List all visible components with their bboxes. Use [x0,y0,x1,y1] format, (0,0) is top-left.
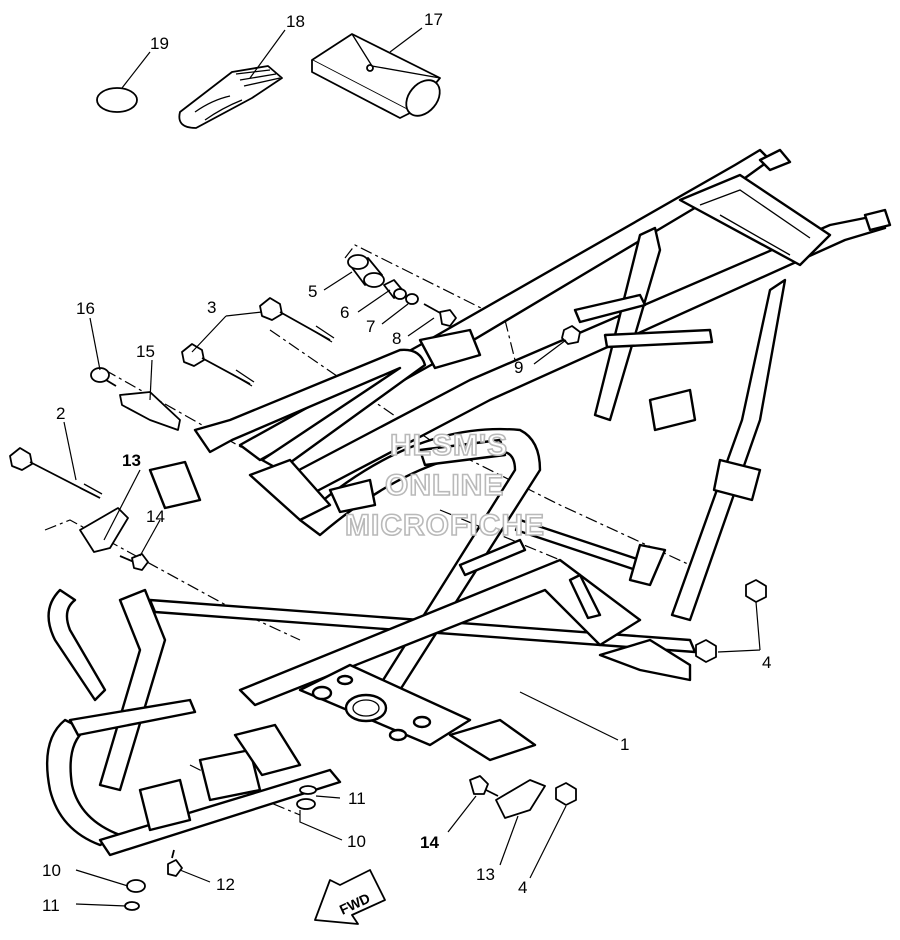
main-frame-part [46,148,892,925]
long-bolt-part [181,297,335,387]
o-ring-part [96,87,138,113]
nut-9-part [561,325,581,345]
callout-6: 6 [340,303,349,322]
callout-13-right: 13 [476,865,495,884]
grommet-10-right-part [296,785,317,810]
callout-7: 7 [366,317,375,336]
spacer-part [383,279,407,300]
callout-10-left: 10 [42,861,61,880]
callout-12: 12 [216,875,235,894]
plate-13-left-part [79,507,129,553]
watermark-line-1: HLSM'S [390,429,508,462]
screw-12-part [167,849,183,877]
callout-16: 16 [76,299,95,318]
callout-4-lower: 4 [518,878,527,897]
callout-9: 9 [514,358,523,377]
callout-14-left: 14 [146,507,165,526]
grease-tube-part [178,65,283,129]
nut-4-b-part [695,639,717,663]
callout-13-left: 13 [122,451,141,470]
callout-19: 19 [150,34,169,53]
callout-14-right: 14 [420,833,439,852]
callout-2: 2 [56,404,65,423]
tool-bag-part [311,33,441,119]
callout-10-right: 10 [347,832,366,851]
fwd-arrow-icon [314,869,386,925]
washer-part [405,293,419,305]
callout-5: 5 [308,282,317,301]
bolt-14-right-part [469,775,499,797]
bolt-2-part [9,447,103,499]
callout-8: 8 [392,329,401,348]
callout-18: 18 [286,12,305,31]
callout-11-right: 11 [348,789,366,808]
callout-1: 1 [620,735,629,754]
watermark-line-3: MICROFICHE [345,509,545,542]
bolt-8-part [423,303,457,327]
grommet-10-left-part [124,879,146,911]
callout-11-left: 11 [42,896,60,915]
bolt-14-left-part [119,553,149,571]
callout-3: 3 [207,298,216,317]
plate-13-right-part [495,779,546,819]
callout-15: 15 [136,342,155,361]
watermark-line-2: ONLINE [385,469,504,502]
callout-4-upper: 4 [762,653,771,672]
bolt-16-part [90,367,117,387]
collar-part [347,254,385,288]
nut-4-a-part [745,579,767,603]
nut-4-c-part [555,782,577,806]
callout-17: 17 [424,10,443,29]
